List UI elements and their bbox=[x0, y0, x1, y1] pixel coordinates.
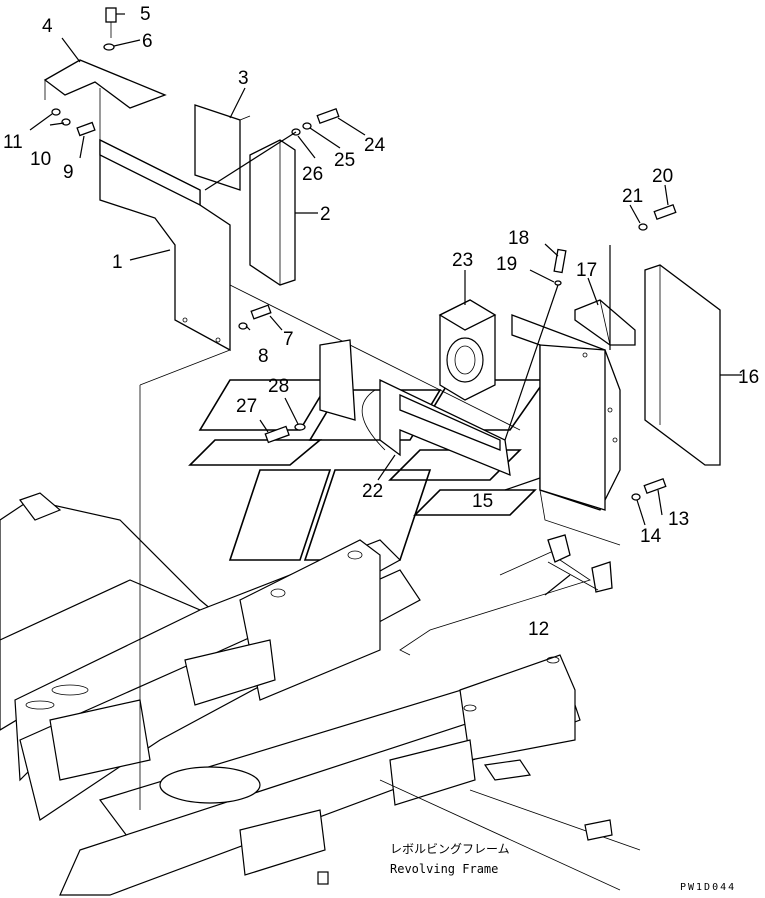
callout-12: 12 bbox=[528, 619, 549, 640]
callout-4: 4 bbox=[42, 16, 53, 37]
bolt-13-icon bbox=[643, 477, 667, 495]
callout-2: 2 bbox=[320, 204, 331, 225]
revolving-frame bbox=[0, 492, 641, 896]
bolt-18-icon bbox=[553, 248, 567, 274]
callout-1: 1 bbox=[112, 252, 123, 273]
washer-19-icon bbox=[554, 280, 562, 286]
callout-28: 28 bbox=[268, 376, 289, 397]
callout-15: 15 bbox=[472, 491, 493, 512]
callout-18: 18 bbox=[508, 228, 529, 249]
part-4-bracket bbox=[43, 59, 167, 140]
bolt-5-icon bbox=[105, 7, 117, 23]
callout-5: 5 bbox=[140, 4, 151, 25]
callout-21: 21 bbox=[622, 186, 643, 207]
washer-10-icon bbox=[61, 118, 71, 126]
washer-21-icon bbox=[638, 223, 648, 231]
washer-25-icon bbox=[302, 122, 312, 130]
drawing-code: PW1D044 bbox=[680, 882, 736, 893]
part-17-wedge bbox=[574, 299, 636, 346]
washer-28-icon bbox=[294, 423, 306, 431]
callout-6: 6 bbox=[142, 31, 153, 52]
callout-17: 17 bbox=[576, 260, 597, 281]
bolt-9-icon bbox=[76, 121, 96, 137]
part-3-pad bbox=[194, 104, 251, 191]
callout-22: 22 bbox=[362, 481, 383, 502]
washer-11-icon bbox=[51, 108, 61, 116]
leader-lines bbox=[29, 13, 742, 596]
part-16-pad bbox=[644, 264, 721, 466]
callout-3: 3 bbox=[238, 68, 249, 89]
bolt-27-icon bbox=[264, 425, 290, 444]
callout-16: 16 bbox=[738, 367, 759, 388]
caption-japanese: レボルビングフレーム bbox=[390, 842, 510, 856]
callout-labels: 1 2 3 4 5 6 7 8 9 10 11 12 13 14 15 16 1… bbox=[3, 4, 759, 640]
callout-11: 11 bbox=[3, 132, 23, 153]
caption-english: Revolving Frame bbox=[390, 862, 498, 876]
callout-19: 19 bbox=[496, 254, 517, 275]
washer-6-icon bbox=[103, 43, 115, 51]
part-1-cover bbox=[99, 138, 231, 810]
part-12-clips bbox=[547, 534, 613, 593]
callout-24: 24 bbox=[364, 135, 386, 156]
washer-8-icon bbox=[238, 322, 248, 330]
callout-10: 10 bbox=[30, 149, 51, 170]
washer-14-icon bbox=[631, 493, 641, 501]
callout-9: 9 bbox=[63, 162, 74, 183]
part-2-plate bbox=[249, 139, 296, 286]
callout-25: 25 bbox=[334, 150, 355, 171]
bolt-24-icon bbox=[316, 107, 340, 125]
callout-20: 20 bbox=[652, 166, 673, 187]
guide-line bbox=[229, 284, 521, 431]
bolt-20-icon bbox=[653, 203, 677, 221]
callout-27: 27 bbox=[236, 396, 257, 417]
callout-7: 7 bbox=[283, 329, 294, 350]
callout-14: 14 bbox=[640, 526, 662, 547]
callout-26: 26 bbox=[302, 164, 323, 185]
part-23-block bbox=[438, 299, 497, 401]
callout-13: 13 bbox=[668, 509, 689, 530]
part-22-bracket bbox=[319, 339, 511, 477]
part-15-plate bbox=[511, 314, 621, 546]
callout-8: 8 bbox=[258, 346, 269, 367]
bolt-7-icon bbox=[250, 304, 272, 320]
callout-23: 23 bbox=[452, 250, 473, 271]
